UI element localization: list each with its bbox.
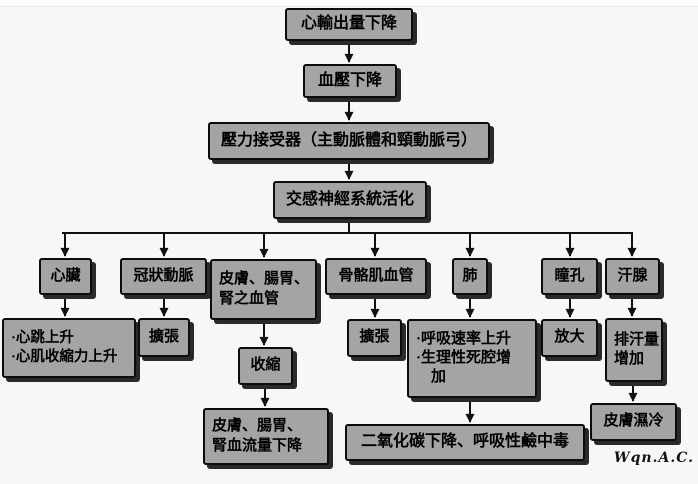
node-skeletal-muscle-vessels: 骨骼肌血管 — [325, 258, 427, 295]
node-vessel-constriction: 收縮 — [238, 347, 293, 385]
node-lung: 肺 — [452, 258, 488, 295]
node-sympathetic-activation: 交感神經系統活化 — [273, 181, 427, 219]
page-top-strip — [0, 0, 698, 7]
node-coronary-artery: 冠狀動脈 — [120, 258, 207, 295]
node-baroreceptor: 壓力接受器（主動脈體和頸動脈弓） — [208, 122, 490, 160]
node-pupil-dilation: 放大 — [541, 319, 598, 357]
node-blood-flow-drop: 皮膚、腸胃、 腎血流量下降 — [203, 408, 329, 465]
node-coronary-dilation: 擴張 — [138, 318, 190, 357]
node-skeletal-dilation: 擴張 — [347, 319, 402, 357]
node-blood-pressure-drop: 血壓下降 — [303, 64, 397, 98]
node-sweat-gland: 汗腺 — [605, 258, 660, 295]
node-skin-gi-kidney-vessels: 皮膚、腸胃、 腎之血管 — [210, 259, 317, 320]
watermark-signature: Wqn.A.C. — [613, 450, 694, 466]
node-heart: 心臟 — [39, 258, 92, 295]
node-sweat-increase: 排汗量 增加 — [605, 318, 663, 382]
node-lung-effects: ·呼吸速率上升 ·生理性死腔增 加 — [407, 319, 537, 398]
node-heart-effects: ·心跳上升 ·心肌收縮力上升 — [2, 318, 136, 378]
node-cardiac-output-drop: 心輸出量下降 — [285, 8, 413, 41]
node-clammy-skin: 皮膚濕冷 — [590, 403, 677, 441]
node-co2-drop: 二氧化碳下降、呼吸性鹼中毒 — [345, 424, 585, 461]
node-pupil: 瞳孔 — [541, 258, 598, 295]
